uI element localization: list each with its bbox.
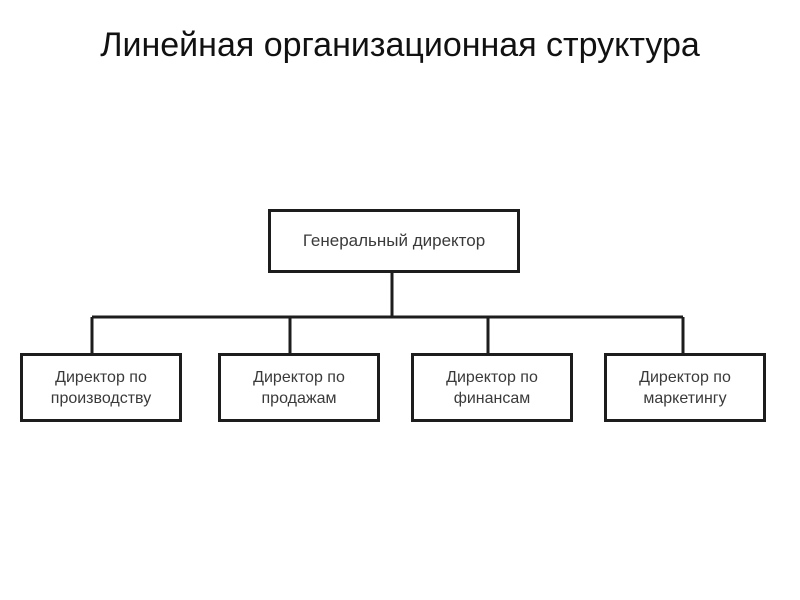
org-node-ceo[interactable]: Генеральный директор	[268, 209, 520, 273]
org-node-sales-label: Директор по продажам	[253, 368, 345, 407]
org-node-ceo-label: Генеральный директор	[302, 231, 486, 250]
org-node-sales[interactable]: Директор по продажам	[218, 353, 380, 422]
org-node-production[interactable]: Директор по производству	[20, 353, 182, 422]
org-node-finance-label: Директор по финансам	[446, 368, 538, 407]
page-title: Линейная организационная структура	[60, 22, 740, 68]
org-node-marketing-label: Директор по маркетингу	[639, 368, 731, 407]
org-node-production-label: Директор по производству	[50, 368, 152, 407]
org-node-finance[interactable]: Директор по финансам	[411, 353, 573, 422]
org-node-marketing[interactable]: Директор по маркетингу	[604, 353, 766, 422]
page-title-text: Линейная организационная структура	[100, 26, 700, 64]
